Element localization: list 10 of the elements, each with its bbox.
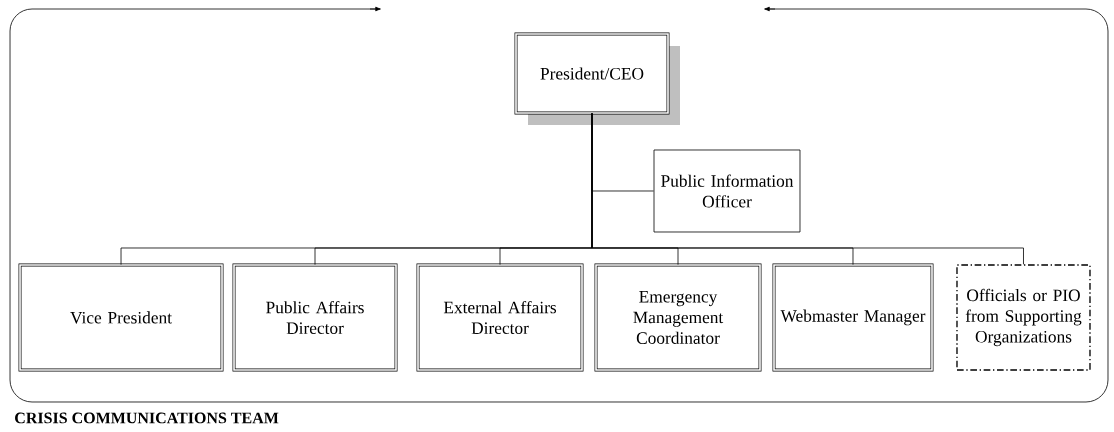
dashed-position-box: Officials or PIO from Supporting Organizations [956, 264, 1091, 371]
position-box: Vice President [18, 263, 224, 372]
position-box: Public Affairs Director [232, 263, 398, 372]
position-box: Webmaster Manager [772, 263, 934, 372]
position-box: Emergency Management Coordinator [594, 263, 762, 372]
connector-line [591, 112, 1024, 265]
frame-heading: CRISIS COMMUNICATIONS TEAM [15, 412, 279, 424]
position-box: President/CEO [514, 32, 680, 125]
position-box: External Affairs Director [416, 263, 584, 372]
position-box: Public Information Officer [653, 149, 801, 233]
